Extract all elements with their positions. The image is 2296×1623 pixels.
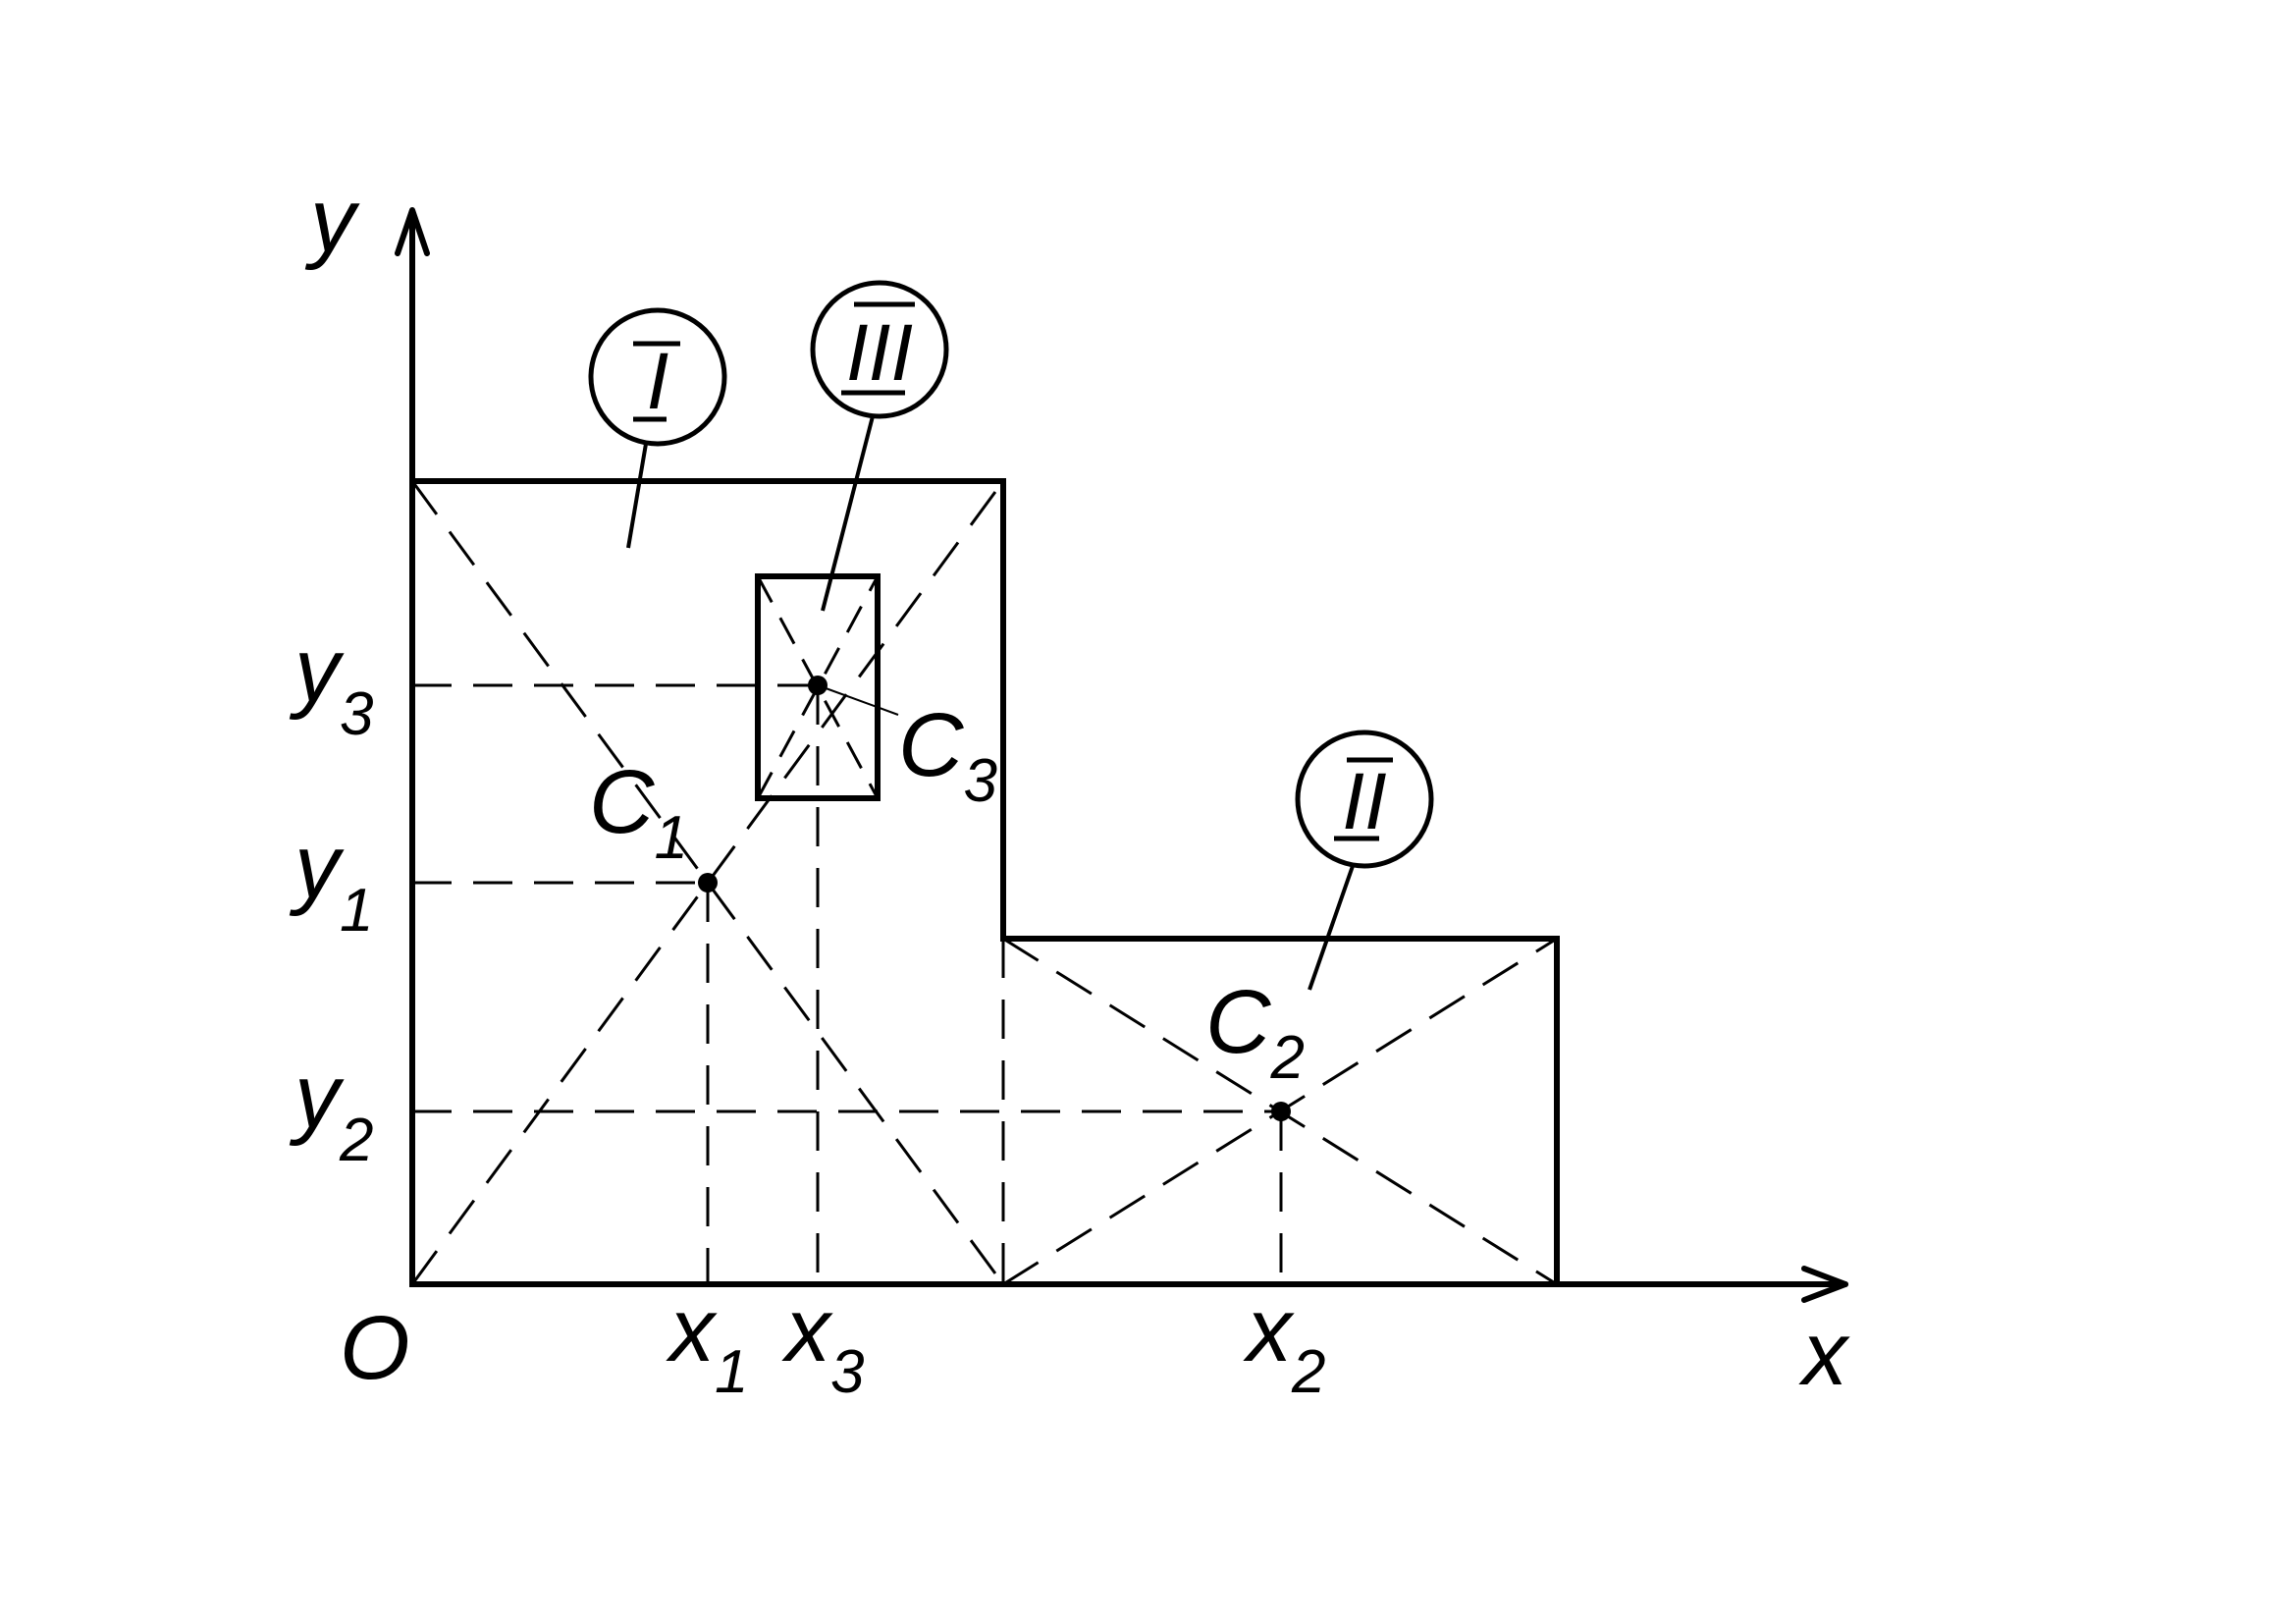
y2-label: y2: [289, 1047, 373, 1174]
c2-label: C2: [1205, 972, 1305, 1092]
diagonals: [410, 480, 1558, 1286]
y1-label: y1: [289, 817, 373, 945]
part-ii-label: II: [1342, 757, 1387, 846]
y3-label: y3: [289, 621, 373, 748]
centroid-c2-point: [1271, 1102, 1291, 1121]
part-i-leader: [626, 443, 648, 549]
part-i-label: I: [647, 337, 669, 426]
projection-lines: [412, 683, 1283, 1284]
part-iii-label: III: [846, 308, 913, 398]
x-axis-arrowhead: [1801, 1266, 1848, 1303]
part-callouts: [588, 280, 1434, 991]
roman-bars: [633, 301, 1393, 841]
part-iii-diagonal-2: [756, 575, 880, 799]
part-i-diagonal-1: [410, 480, 1005, 1285]
part-iii-callout-circle: [810, 280, 949, 419]
y-axis-arrowhead: [395, 207, 430, 256]
centroid-c1-point: [698, 873, 718, 893]
x2-label: x2: [1243, 1280, 1325, 1406]
l-shape-outline: [409, 478, 1560, 1287]
origin-label: O: [340, 1298, 410, 1398]
x-axis-label: x: [1798, 1304, 1850, 1404]
c1-label: C1: [589, 752, 688, 872]
x3-label: x3: [781, 1280, 864, 1406]
part-iii-diagonal-1: [756, 575, 880, 799]
part-ii-leader: [1308, 865, 1355, 991]
part-i-diagonal-2: [410, 480, 1005, 1285]
part-iii-leader: [821, 415, 875, 612]
x1-label: x1: [666, 1280, 748, 1406]
part-i-callout-circle: [588, 307, 727, 447]
y-axis-label: y: [304, 171, 360, 271]
c3-leader: [817, 684, 899, 716]
shape-outline: [409, 478, 1560, 1287]
part-ii-callout-circle: [1295, 730, 1434, 869]
c3-label: C3: [898, 695, 997, 815]
part-iii-rectangle: [755, 573, 881, 801]
